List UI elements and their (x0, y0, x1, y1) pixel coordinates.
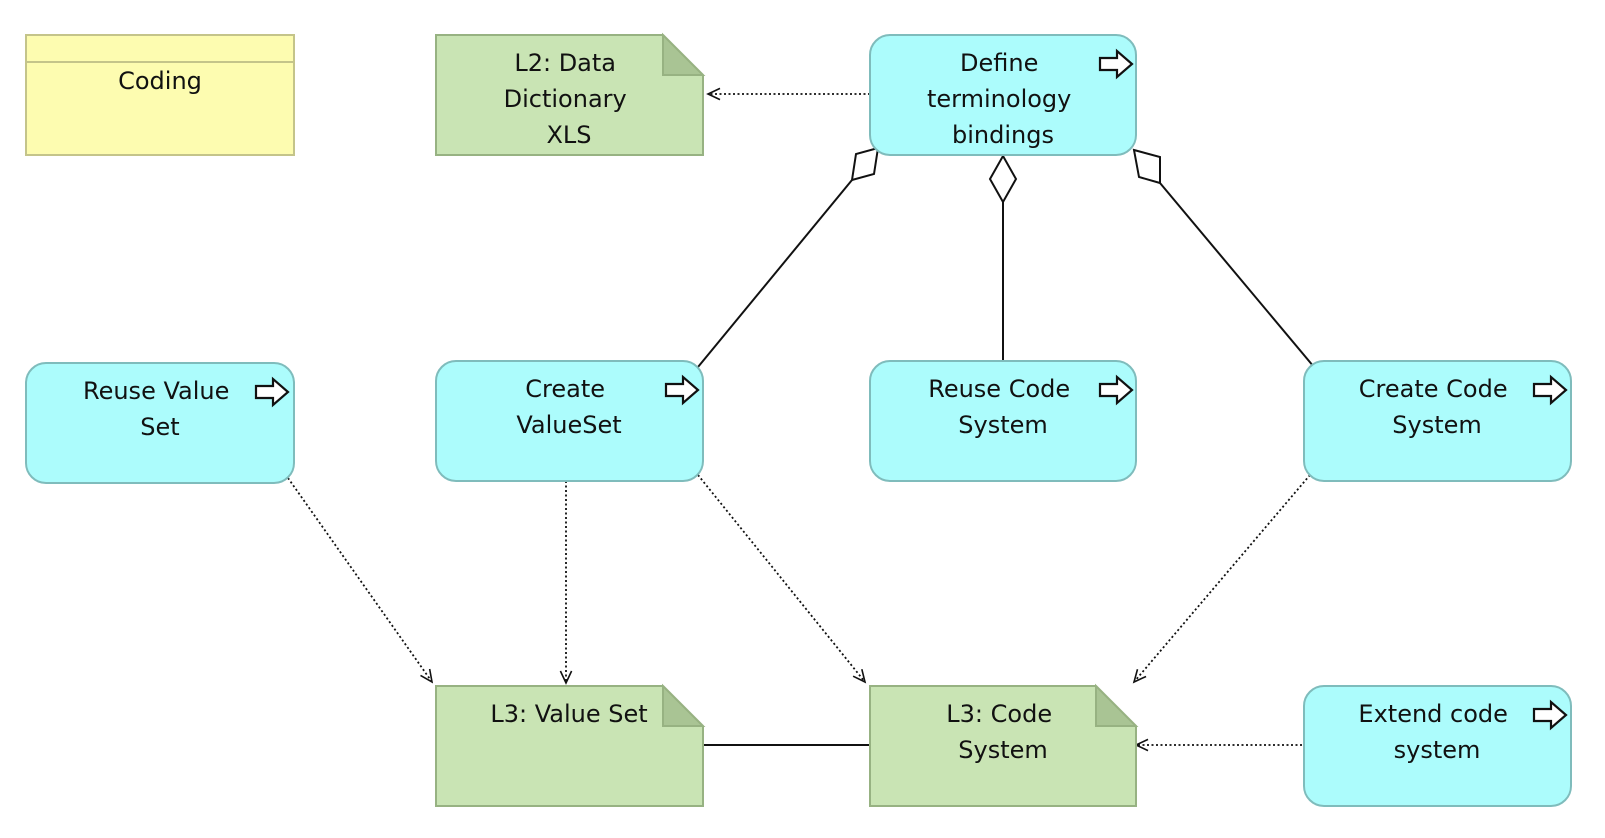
aggregation-relation-create-code-system[interactable] (1132, 148, 1315, 368)
artifact-fold-icon (662, 683, 706, 727)
process-reuse-value-set[interactable]: Reuse Value Set (25, 362, 295, 484)
process-arrow-icon (1532, 699, 1568, 731)
process-define-terminology-bindings[interactable]: Define terminology bindings (869, 34, 1137, 156)
process-label: Define terminology bindings (927, 49, 1079, 149)
process-arrow-icon (664, 374, 700, 406)
aggregation-relation-reuse-code-system[interactable] (988, 153, 1018, 360)
artifact-data-dictionary[interactable]: L2: Data Dictionary XLS (435, 32, 706, 156)
process-label: Reuse Value Set (83, 377, 237, 441)
aggregation-diamond-icon (988, 153, 1018, 205)
access-relation-reuse-valueset-to-value-set[interactable] (287, 477, 434, 684)
artifact-label: L3: Code System (946, 700, 1059, 764)
process-extend-code-system[interactable]: Extend code system (1303, 685, 1572, 807)
process-create-valueset[interactable]: Create ValueSet (435, 360, 704, 482)
process-reuse-code-system[interactable]: Reuse Code System (869, 360, 1137, 482)
aggregation-diamond-icon (850, 146, 880, 182)
grouping-label: Coding (118, 67, 202, 95)
aggregation-diamond-icon (1132, 148, 1161, 185)
process-label: Reuse Code System (928, 375, 1078, 439)
process-label: Create ValueSet (516, 375, 621, 439)
aggregation-relation-create-valueset[interactable] (697, 146, 880, 368)
process-arrow-icon (1098, 374, 1134, 406)
artifact-fold-icon (1095, 683, 1139, 727)
artifact-value-set[interactable]: L3: Value Set (435, 683, 706, 807)
relationships-layer (287, 87, 1315, 752)
process-create-code-system[interactable]: Create Code System (1303, 360, 1572, 482)
artifact-label: L3: Value Set (490, 700, 647, 728)
process-label: Create Code System (1359, 375, 1515, 439)
access-relation-create-code-system-to-code-system[interactable] (1132, 474, 1311, 684)
artifact-label: L2: Data Dictionary XLS (504, 49, 635, 149)
grouping-coding[interactable]: Coding (25, 34, 295, 156)
access-relation-create-valueset-to-code-system[interactable] (697, 474, 867, 684)
process-arrow-icon (254, 376, 290, 408)
process-arrow-icon (1532, 374, 1568, 406)
process-label: Extend code system (1358, 700, 1515, 764)
artifact-fold-icon (662, 32, 706, 76)
process-arrow-icon (1098, 48, 1134, 80)
artifact-code-system[interactable]: L3: Code System (869, 683, 1139, 807)
